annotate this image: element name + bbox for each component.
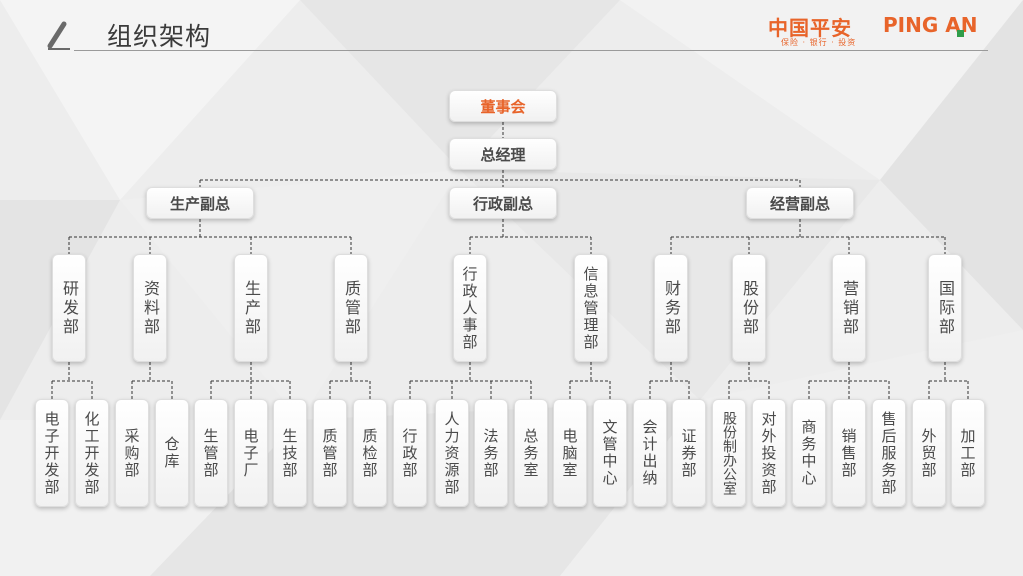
pencil-icon — [47, 21, 70, 50]
pingan-logo: 中国平安 PING AN 保险 · 银行 · 投资 — [768, 12, 988, 52]
vp-admin-node: 行政副总 — [449, 187, 557, 219]
unit-node: 质管部 — [313, 399, 347, 507]
dept-node: 信息管理部 — [574, 254, 608, 362]
logo-chinese: 中国平安 — [768, 16, 852, 40]
unit-node: 法务部 — [474, 399, 508, 507]
unit-node: 外贸部 — [912, 399, 946, 507]
dept-node: 行政人事部 — [453, 254, 487, 362]
unit-node: 生管部 — [194, 399, 228, 507]
unit-node: 加工部 — [951, 399, 985, 507]
unit-node: 证券部 — [672, 399, 706, 507]
unit-node: 人力资源部 — [435, 399, 469, 507]
dept-node: 资料部 — [133, 254, 167, 362]
unit-node: 电子厂 — [234, 399, 268, 507]
unit-node: 销售部 — [832, 399, 866, 507]
dept-node: 财务部 — [654, 254, 688, 362]
unit-node: 售后服务部 — [872, 399, 906, 507]
unit-node: 文管中心 — [593, 399, 627, 507]
unit-node: 质检部 — [353, 399, 387, 507]
gm-node: 总经理 — [449, 138, 557, 170]
dept-node: 营销部 — [832, 254, 866, 362]
dept-node: 研发部 — [52, 254, 86, 362]
unit-node: 对外投资部 — [752, 399, 786, 507]
dept-node: 国际部 — [928, 254, 962, 362]
page-title: 组织架构 — [107, 22, 212, 51]
logo-tagline: 保险 · 银行 · 投资 — [781, 38, 857, 47]
vp-business-node: 经营副总 — [746, 187, 854, 219]
board-node: 董事会 — [449, 90, 557, 122]
header-divider — [74, 50, 988, 51]
dept-node: 股份部 — [732, 254, 766, 362]
unit-node: 会计出纳 — [633, 399, 667, 507]
unit-node: 化工开发部 — [75, 399, 109, 507]
dept-node: 质管部 — [334, 254, 368, 362]
unit-node: 生技部 — [273, 399, 307, 507]
dept-node: 生产部 — [234, 254, 268, 362]
unit-node: 总务室 — [514, 399, 548, 507]
unit-node: 商务中心 — [792, 399, 826, 507]
unit-node: 采购部 — [115, 399, 149, 507]
unit-node: 仓库 — [155, 399, 189, 507]
vp-production-node: 生产副总 — [146, 187, 254, 219]
unit-node: 电子开发部 — [35, 399, 69, 507]
logo-dot — [957, 30, 964, 37]
unit-node: 股份制办公室 — [712, 399, 746, 507]
unit-node: 行政部 — [393, 399, 427, 507]
unit-node: 电脑室 — [553, 399, 587, 507]
